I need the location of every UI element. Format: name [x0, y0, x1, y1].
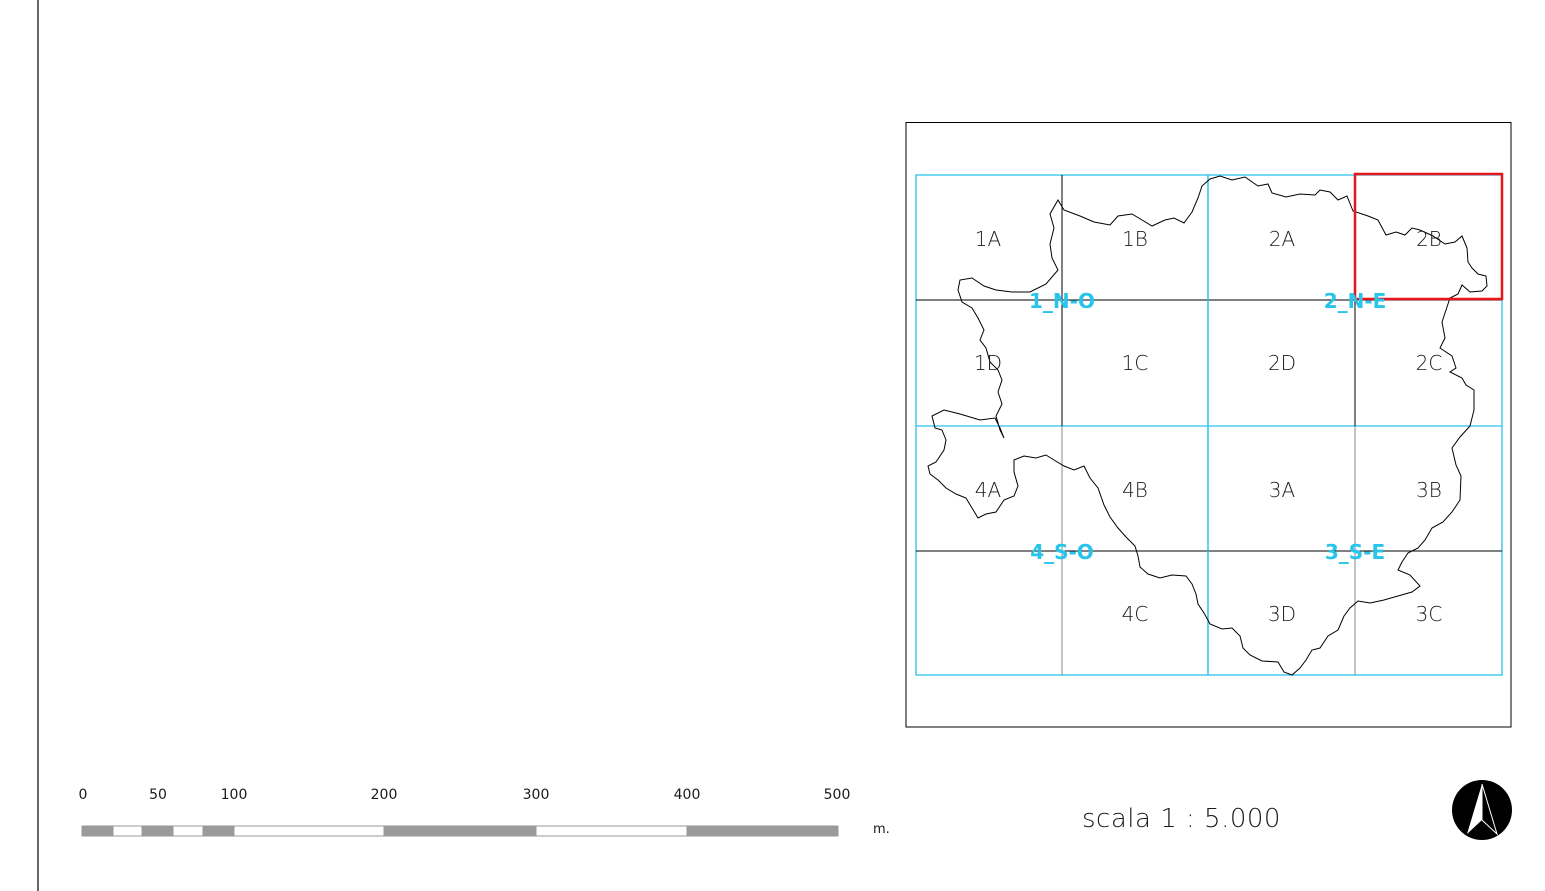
tile-label: 3A — [1269, 478, 1296, 502]
tile-label: 4A — [975, 478, 1002, 502]
tile-labels: 1A 1B 2A 2B 1D 1C 2D 2C 4A 4B 3A 3B 4C 3… — [974, 227, 1442, 626]
tile-label: 3C — [1416, 602, 1443, 626]
quadrant-label: 1_N-O — [1029, 289, 1095, 313]
quadrant-label: 2_N-E — [1324, 289, 1387, 313]
tile-label: 4C — [1122, 602, 1149, 626]
tile-label: 3B — [1416, 478, 1442, 502]
quadrant-label: 4_S-O — [1030, 540, 1094, 564]
tile-label: 4B — [1122, 478, 1148, 502]
scale-tick-label: 100 — [220, 787, 248, 803]
scale-tick-label: 400 — [673, 787, 701, 803]
tile-label: 3D — [1268, 602, 1296, 626]
highlighted-tile — [1353, 172, 1504, 301]
scale-segment — [686, 825, 839, 837]
tile-label: 2C — [1416, 351, 1443, 375]
tile-label: 2D — [1268, 351, 1296, 375]
quadrant-label: 3_S-E — [1325, 540, 1385, 564]
tile-label: 2B — [1416, 227, 1442, 251]
scale-ratio-text: scala 1 : 5.000 — [1082, 804, 1281, 834]
tile-label: 1C — [1122, 351, 1149, 375]
tile-label: 2A — [1269, 227, 1296, 251]
scale-unit: m. — [873, 822, 890, 837]
scale-tick-label: 200 — [370, 787, 398, 803]
tile-label: 1A — [975, 227, 1002, 251]
tile-label: 1B — [1122, 227, 1148, 251]
scale-tick-label: 0 — [78, 787, 88, 803]
scale-tick-label: 300 — [522, 787, 550, 803]
territory-outline — [927, 175, 1488, 676]
tile-label: 1D — [974, 351, 1002, 375]
quadrant-labels: 1_N-O 2_N-E 4_S-O 3_S-E — [1029, 289, 1386, 564]
sub-grid-light — [1061, 426, 1356, 675]
scale-tick-label: 50 — [149, 787, 167, 803]
scale-tick-label: 500 — [823, 787, 851, 803]
